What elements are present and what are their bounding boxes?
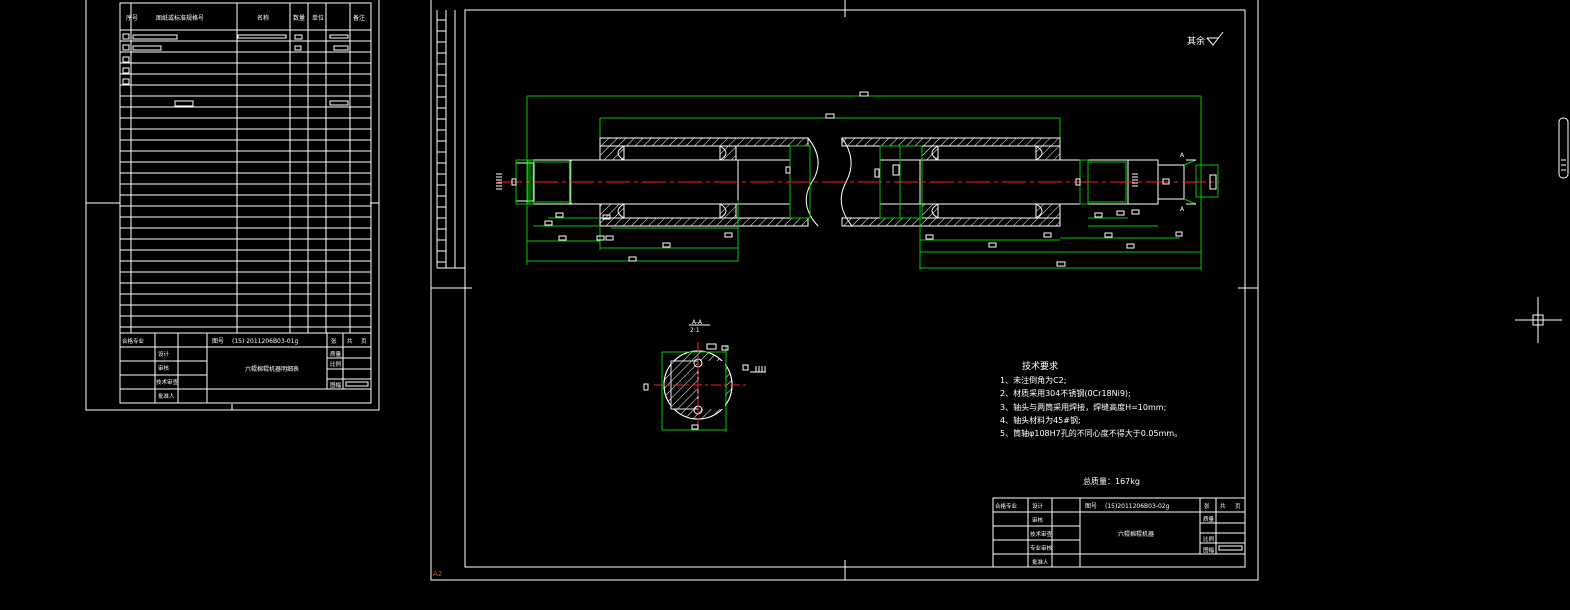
tb-r-2: 页: [1235, 503, 1241, 510]
pl-label-3: 技术审查: [156, 378, 179, 386]
roller-main-view: A A: [496, 91, 1220, 270]
main-title-block: 合格专业 设计 审核 技术审查 专业审核 批准人 图号 (15)2011206B…: [992, 497, 1246, 568]
pl-r-2: 页: [361, 338, 367, 345]
vertical-scrollbar[interactable]: [1558, 117, 1569, 179]
tech-item-4: 4、轴头材料为45#钢;: [1000, 415, 1081, 425]
tb-drawing-name: 六辊棉辊机器: [1118, 530, 1154, 538]
tech-item-1: 1、未注倒角为C2;: [1000, 375, 1066, 385]
pl-label-2: 审核: [158, 364, 170, 372]
header-note: 备注: [353, 14, 365, 22]
tech-item-3: 3、轴头与两筒采用焊接，焊缝高度H=10mm;: [1000, 402, 1166, 412]
technical-requirements: 技术要求 1、未注倒角为C2; 2、材质采用304不锈钢(0Cr18Ni9); …: [1000, 360, 1182, 438]
surface-finish-text: 其余: [1187, 35, 1205, 47]
header-qty: 数量: [293, 14, 305, 22]
parts-list-border: [85, 0, 380, 411]
section-mark-top: A: [1180, 152, 1185, 159]
tech-title: 技术要求: [1022, 360, 1058, 372]
tb-drawing-no-label: 图号: [1085, 503, 1097, 510]
header-code: 图纸或标准规格号: [156, 14, 204, 22]
assembly-sheet: 其余: [430, 0, 1259, 581]
pl-drawing-no: (15) 2011206B03-01g: [232, 338, 298, 345]
parts-list-sheet: 序号 图纸或标准规格号 名称 数量 单位 备注: [85, 0, 380, 411]
header-seq: 序号: [126, 14, 138, 22]
cad-crosshair-cursor: [1515, 297, 1562, 343]
pl-r-3: 质量: [330, 350, 342, 358]
pl-r-0: 张: [331, 337, 337, 345]
tb-label-5: 批准人: [1032, 558, 1049, 566]
section-mark-bottom: A: [1180, 206, 1185, 213]
tb-r-4: 比例: [1203, 535, 1215, 543]
tb-r-5: 图幅: [1203, 546, 1215, 554]
section-a-a: A-A 2:1: [643, 319, 766, 432]
tb-drawing-no: (15)2011206B03-02g: [1105, 503, 1170, 510]
pl-drawing-no-label: 图号: [212, 338, 224, 345]
header-unit: 单位: [312, 14, 324, 22]
pl-label-1: 设计: [158, 350, 170, 358]
parts-list-frame: [119, 2, 372, 404]
pl-label-5: 批准人: [158, 392, 175, 400]
tb-label-4: 专业审核: [1030, 544, 1053, 552]
pl-drawing-name: 六辊棉辊机器明细表: [245, 365, 299, 373]
tb-label-2: 审核: [1032, 516, 1044, 524]
parts-list-grid: [120, 3, 371, 333]
total-weight: 总质量：167kg: [1083, 476, 1140, 486]
tb-r-1: 共: [1220, 502, 1226, 510]
tb-r-3: 质量: [1203, 515, 1215, 523]
tech-item-5: 5、筒轴φ108H7孔的不同心度不得大于0.05mm。: [1000, 428, 1182, 438]
sheet-size-label: A2: [433, 570, 442, 578]
roughness-symbol: [1206, 31, 1224, 46]
section-title: A-A: [692, 319, 703, 326]
tb-label-3: 技术审查: [1030, 530, 1053, 538]
pl-r-5: 图幅: [330, 381, 342, 389]
pl-r-1: 共: [347, 337, 353, 345]
binding-margin: [436, 10, 465, 269]
sheet-border: [430, 0, 1259, 581]
pl-label-0: 合格专业: [122, 337, 145, 345]
tb-r-0: 张: [1204, 502, 1210, 510]
tb-label-0: 合格专业: [995, 502, 1018, 510]
pl-r-4: 比例: [330, 360, 342, 368]
tech-item-2: 2、材质采用304不锈钢(0Cr18Ni9);: [1000, 388, 1131, 398]
header-name: 名称: [257, 14, 269, 22]
tb-label-1: 设计: [1032, 502, 1044, 510]
section-scale: 2:1: [690, 327, 700, 334]
parts-list-title-block: 合格专业 设计 审核 技术审查 批准人 图号 (15) 2011206B03-0…: [120, 332, 371, 403]
